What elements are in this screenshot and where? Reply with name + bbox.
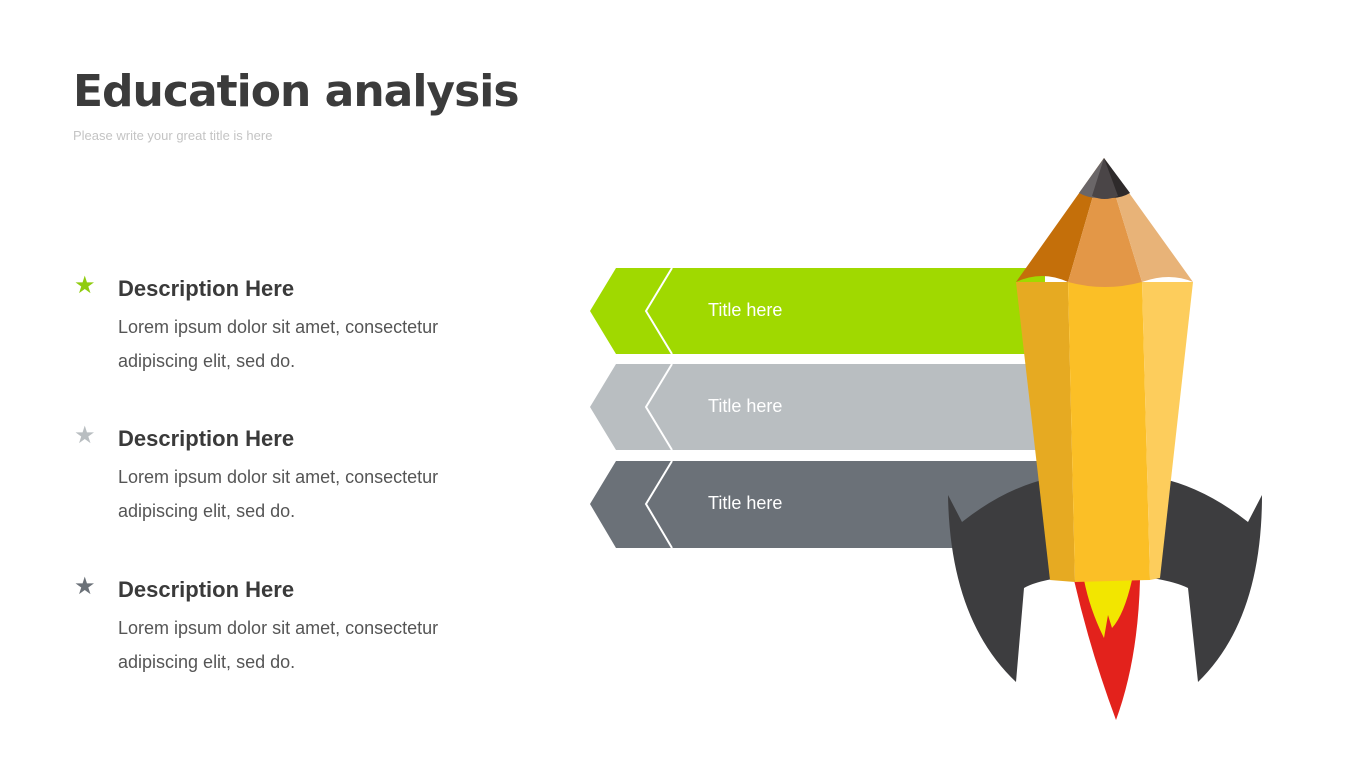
- flame-inner: [1084, 580, 1132, 638]
- item-body: Lorem ipsum dolor sit amet, consectetur …: [118, 467, 439, 521]
- page-subtitle: Please write your great title is here: [73, 128, 273, 143]
- item-heading: Description Here: [118, 276, 295, 301]
- item-body: Lorem ipsum dolor sit amet, consectetur …: [118, 317, 439, 371]
- star-icon: ★: [74, 573, 96, 600]
- arrow-bar-1: [590, 267, 1045, 355]
- bar-label: Title here: [708, 300, 783, 320]
- left-fin: [948, 478, 1058, 682]
- arrow-bar-3: [590, 460, 1050, 549]
- item-heading: Description Here: [118, 426, 295, 451]
- flame-outer: [1074, 580, 1140, 720]
- item-body: Lorem ipsum dolor sit amet, consectetur …: [118, 618, 439, 672]
- star-icon: ★: [74, 272, 96, 299]
- pencil-rocket-illustration: [948, 158, 1262, 720]
- page-title: Education analysis: [73, 66, 520, 117]
- arrow-bar-2: [590, 363, 1050, 451]
- star-icon: ★: [74, 422, 96, 449]
- item-heading: Description Here: [118, 577, 295, 602]
- right-fin: [1152, 478, 1262, 682]
- bar-label: Title here: [708, 396, 783, 416]
- bar-label: Title here: [708, 493, 783, 513]
